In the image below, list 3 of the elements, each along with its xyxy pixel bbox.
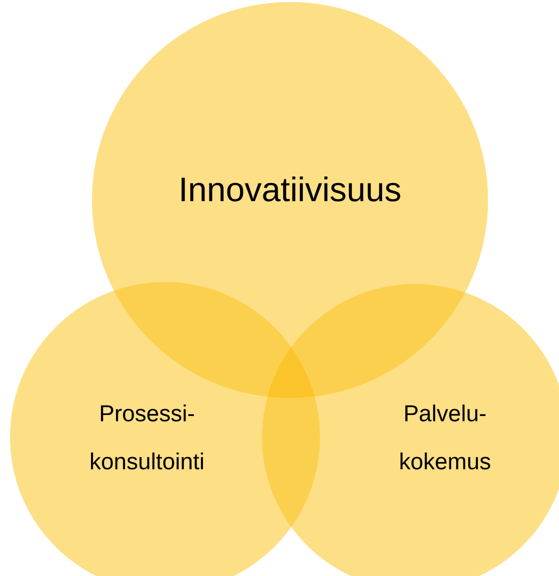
circle-label: Palvelu- kokemus — [400, 404, 490, 470]
circle-label: Innovatiivisuus — [182, 176, 400, 202]
circle-label: Prosessi- konsultointi — [91, 404, 203, 470]
